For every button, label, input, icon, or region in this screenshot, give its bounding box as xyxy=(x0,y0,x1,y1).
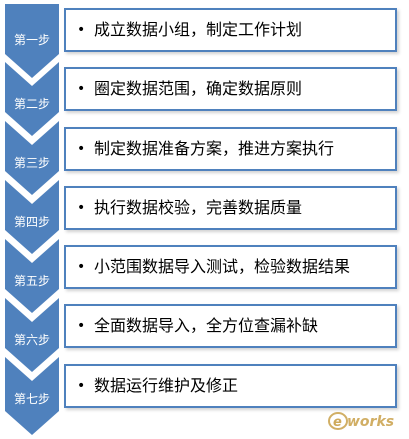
step-3-label: 第三步 xyxy=(13,156,50,170)
step-1-label: 第一步 xyxy=(13,33,50,47)
eworks-watermark-logo: e works xyxy=(327,407,401,433)
step-3-bullet: • xyxy=(77,141,86,157)
step-6-label: 第六步 xyxy=(13,333,50,347)
step-7-bullet: • xyxy=(77,378,86,394)
step-4-text: 执行数据校验，完善数据质量 xyxy=(94,198,303,217)
step-5-chevron xyxy=(5,239,59,313)
step-7-card: • 数据运行维护及修正 xyxy=(64,364,397,408)
step-5-bullet: • xyxy=(77,259,86,275)
step-6-chevron xyxy=(5,298,59,372)
step-7-chevron xyxy=(5,357,59,435)
step-7-label: 第七步 xyxy=(13,392,50,406)
step-4-bullet: • xyxy=(77,200,86,216)
step-6-card: • 全面数据导入，全方位查漏补缺 xyxy=(64,304,397,348)
step-1-chevron xyxy=(5,4,59,78)
step-2-label: 第二步 xyxy=(13,97,50,111)
step-5-label: 第五步 xyxy=(13,274,50,288)
step-4-label: 第四步 xyxy=(13,215,50,229)
step-2-bullet: • xyxy=(77,81,86,97)
step-2-chevron xyxy=(5,62,59,136)
step-4-card: • 执行数据校验，完善数据质量 xyxy=(64,186,397,230)
step-1-text: 成立数据小组，制定工作计划 xyxy=(94,20,303,39)
step-2-text: 圈定数据范围，确定数据原则 xyxy=(94,79,303,98)
step-6-bullet: • xyxy=(77,318,86,334)
svg-text:e: e xyxy=(333,415,342,430)
step-3-card: • 制定数据准备方案，推进方案执行 xyxy=(64,127,397,171)
step-1-card: • 成立数据小组，制定工作计划 xyxy=(64,8,397,52)
step-1-bullet: • xyxy=(77,22,86,38)
step-2-card: • 圈定数据范围，确定数据原则 xyxy=(64,67,397,111)
step-3-chevron xyxy=(5,121,59,195)
svg-text:works: works xyxy=(347,414,394,430)
step-6-text: 全面数据导入，全方位查漏补缺 xyxy=(94,316,319,335)
step-5-text: 小范围数据导入测试，检验数据结果 xyxy=(94,257,351,276)
step-4-chevron xyxy=(5,180,59,254)
step-7-text: 数据运行维护及修正 xyxy=(94,376,239,395)
step-3-text: 制定数据准备方案，推进方案执行 xyxy=(94,139,335,158)
step-5-card: • 小范围数据导入测试，检验数据结果 xyxy=(64,245,397,289)
